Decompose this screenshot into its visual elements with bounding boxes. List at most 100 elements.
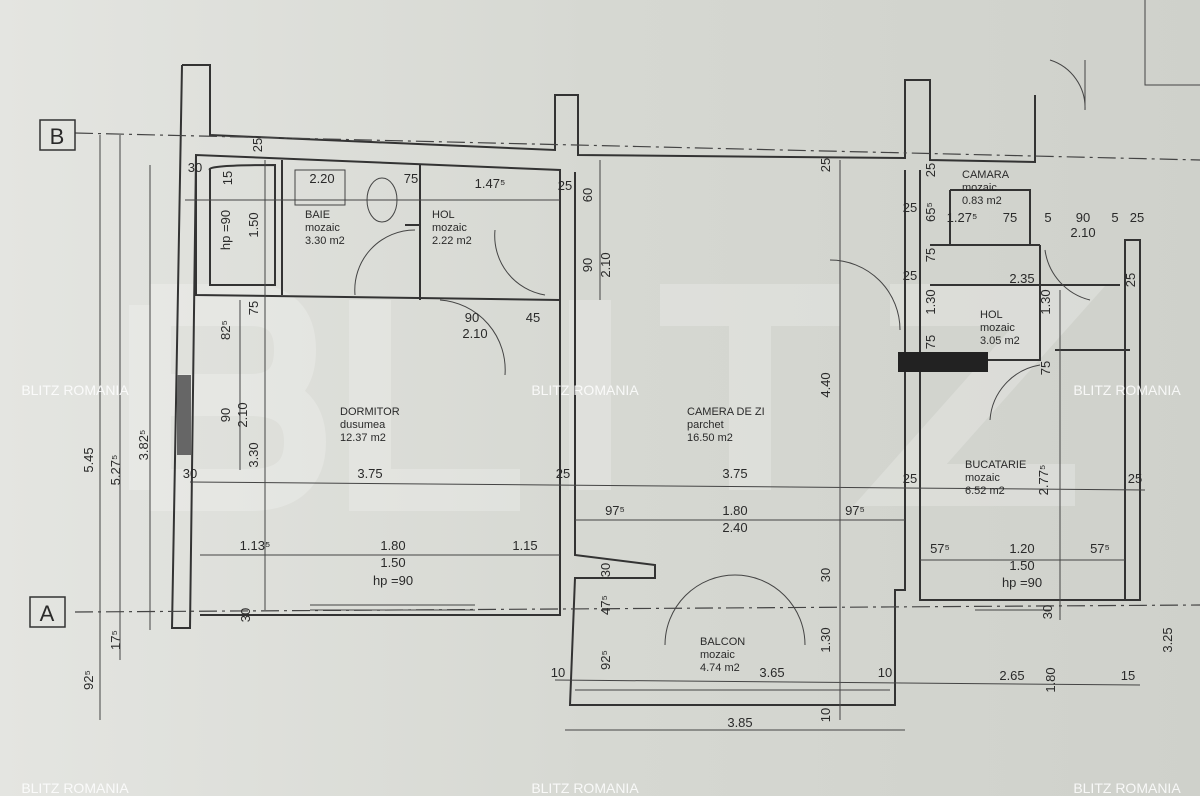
- dimension-label: 2.10: [1070, 225, 1095, 240]
- dimension-label: hp =90: [218, 210, 233, 250]
- room-name: BUCATARIE: [965, 459, 1026, 471]
- dimension-label: 90: [1076, 210, 1090, 225]
- dimension-label: 1.30: [818, 627, 833, 652]
- dimension-label: 5: [1111, 210, 1118, 225]
- dimension-label: 25: [818, 158, 833, 172]
- dimension-label: 3.85: [727, 715, 752, 730]
- room-area: 2.22 m2: [432, 235, 472, 247]
- dimension-label: 1.13⁵: [240, 538, 271, 553]
- room-name: CAMERA DE ZI: [687, 406, 765, 418]
- dimension-label: 30: [183, 466, 197, 481]
- dimension-label: 75: [1003, 210, 1017, 225]
- dimension-label: 5.45: [81, 447, 96, 472]
- dimension-label: 2.40: [722, 520, 747, 535]
- room-name: BALCON: [700, 636, 745, 648]
- gridlines: [74, 132, 1200, 731]
- dimension-label: 1.47⁵: [475, 176, 506, 191]
- dimension-label: 3.75: [722, 466, 747, 481]
- walls: [170, 0, 1200, 706]
- dimension-label: hp =90: [373, 573, 413, 588]
- room-area: 16.50 m2: [687, 432, 733, 444]
- dimension-label: 75: [923, 335, 938, 349]
- room-area: 12.37 m2: [340, 432, 386, 444]
- room-finish: mozaic: [980, 322, 1015, 334]
- dimension-label: 25: [1123, 273, 1138, 287]
- room-name: HOL: [432, 209, 455, 221]
- dimension-label: 1.30: [923, 289, 938, 314]
- dimension-label: 30: [188, 160, 202, 175]
- dimension-label: 90: [218, 408, 233, 422]
- room-area: 0.83 m2: [962, 195, 1002, 207]
- dimension-label: 3.82⁵: [136, 430, 151, 461]
- dimension-label: 75: [1038, 361, 1053, 375]
- dimension-label: 10: [818, 708, 833, 722]
- dimension-label: 57⁵: [930, 541, 950, 556]
- dimension-label: 5.27⁵: [108, 455, 123, 486]
- watermark-text: BLITZ ROMANIA: [1073, 382, 1181, 398]
- dimension-label: 1.30: [1038, 289, 1053, 314]
- room-finish: mozaic: [965, 472, 1000, 484]
- dimension-label: 97⁵: [605, 503, 625, 518]
- grid-markers: B A: [29, 119, 76, 628]
- grid-label-b: B: [50, 124, 65, 149]
- dimension-label: 2.35: [1009, 271, 1034, 286]
- dimension-label: 60: [580, 188, 595, 202]
- dimension-label: 10: [878, 665, 892, 680]
- dimension-label: 25: [250, 138, 265, 152]
- room-area: 4.74 m2: [700, 662, 740, 674]
- dimension-label: 25: [903, 200, 917, 215]
- room-finish: dusumea: [340, 419, 386, 431]
- dimension-label: 15: [220, 171, 235, 185]
- dimension-label: 82⁵: [218, 320, 233, 340]
- dimension-label: 3.75: [357, 466, 382, 481]
- dimension-label: 1.80: [1043, 667, 1058, 692]
- dimension-label: 1.50: [1009, 558, 1034, 573]
- dimension-label: 92⁵: [81, 670, 96, 690]
- dimension-label: 10: [551, 665, 565, 680]
- dimension-label: 1.80: [722, 503, 747, 518]
- dimension-label: 1.15: [512, 538, 537, 553]
- dimension-label: 90: [465, 310, 479, 325]
- dimension-label: hp =90: [1002, 575, 1042, 590]
- room-name: BAIE: [305, 209, 330, 221]
- watermark-text: BLITZ ROMANIA: [531, 382, 639, 398]
- watermark-text: BLITZ ROMANIA: [1073, 780, 1181, 796]
- room-name: HOL: [980, 309, 1003, 321]
- dimension-label: 75: [923, 248, 938, 262]
- dimension-label: 1.20: [1009, 541, 1034, 556]
- dimension-label: 1.50: [380, 555, 405, 570]
- dimension-label: 3.30: [246, 442, 261, 467]
- dimension-label: 2.10: [462, 326, 487, 341]
- dimension-label: 75: [246, 301, 261, 315]
- dimension-label: 1.27⁵: [947, 210, 978, 225]
- dimension-label: 1.80: [380, 538, 405, 553]
- dimension-label: 30: [1040, 605, 1055, 619]
- room-area: 3.30 m2: [305, 235, 345, 247]
- room-finish: mozaic: [432, 222, 467, 234]
- radiator: [898, 352, 988, 372]
- dimension-label: 2.77⁵: [1036, 465, 1051, 496]
- dimension-label: 97⁵: [845, 503, 865, 518]
- watermark-text: BLITZ ROMANIA: [21, 382, 129, 398]
- dimension-label: 1.50: [246, 212, 261, 237]
- dimension-label: 25: [558, 178, 572, 193]
- dimension-label: 25: [1128, 471, 1142, 486]
- dimension-label: 2.20: [309, 171, 334, 186]
- room-name: CAMARA: [962, 169, 1010, 181]
- dimension-label: 25: [903, 471, 917, 486]
- dimension-label: 5: [1044, 210, 1051, 225]
- dimension-label: 17⁵: [108, 630, 123, 650]
- dimension-label: 47⁵: [598, 595, 613, 615]
- watermark-logo: [129, 284, 1107, 511]
- dimension-label: 3.25: [1160, 627, 1175, 652]
- dimension-label: 25: [923, 163, 938, 177]
- watermark-text: BLITZ ROMANIA: [21, 780, 129, 796]
- dimension-label: 65⁵: [923, 202, 938, 222]
- room-finish: mozaic: [305, 222, 340, 234]
- dimension-label: 15: [1121, 668, 1135, 683]
- dimension-label: 30: [818, 568, 833, 582]
- dimension-label: 75: [404, 171, 418, 186]
- grid-label-a: A: [40, 601, 55, 626]
- dimension-label: 92⁵: [598, 650, 613, 670]
